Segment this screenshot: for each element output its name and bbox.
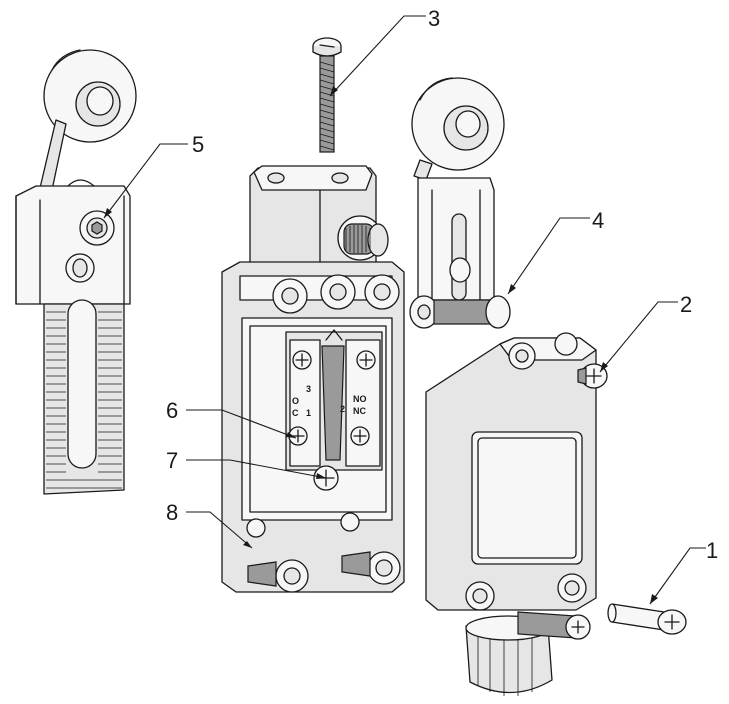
cover-plate — [425, 332, 597, 696]
callout-number-4: 4 — [592, 208, 604, 233]
leader-7-arrow — [316, 473, 326, 479]
leader-4 — [507, 217, 590, 295]
leader-8 — [186, 511, 253, 549]
callout-number-8: 8 — [166, 500, 178, 525]
callout-numbers: 1 2 3 4 5 6 7 8 — [166, 6, 718, 563]
terminal-mark-3: 3 — [306, 384, 311, 394]
leader-6 — [186, 409, 297, 439]
roller-lever — [409, 77, 511, 329]
terminal-mark-2: 2 — [340, 404, 345, 414]
adjustable-roller-lever — [15, 49, 137, 495]
switch-body: O C 1 3 2 NO NC — [221, 165, 405, 593]
callout-leaders — [103, 15, 706, 605]
leader-7 — [186, 459, 327, 479]
leader-4-arrow — [508, 284, 516, 294]
terminal-mark-c: C — [292, 408, 299, 418]
callout-number-1: 1 — [706, 538, 718, 563]
leader-1 — [649, 547, 706, 605]
leader-5 — [103, 143, 188, 219]
loose-screw — [607, 603, 687, 635]
rod-ribs — [46, 311, 122, 489]
callout-number-3: 3 — [428, 6, 440, 31]
leader-8-arrow — [243, 541, 252, 548]
leader-1-arrow — [650, 594, 658, 604]
terminal-mark-o: O — [292, 396, 299, 406]
cover-screw — [577, 363, 608, 389]
callout-number-5: 5 — [192, 132, 204, 157]
leader-3 — [329, 15, 426, 97]
terminal-mark-1: 1 — [306, 408, 311, 418]
leader-2-arrow — [600, 362, 608, 372]
long-screw — [312, 37, 342, 153]
terminal-mark-no: NO — [353, 394, 367, 404]
callout-number-2: 2 — [680, 292, 692, 317]
leader-2 — [599, 301, 678, 373]
leader-5-arrow — [104, 208, 112, 218]
callout-number-7: 7 — [166, 448, 178, 473]
callout-number-6: 6 — [166, 398, 178, 423]
leader-6-arrow — [286, 432, 296, 438]
terminal-mark-nc: NC — [353, 406, 366, 416]
leader-3-arrow — [330, 86, 338, 96]
